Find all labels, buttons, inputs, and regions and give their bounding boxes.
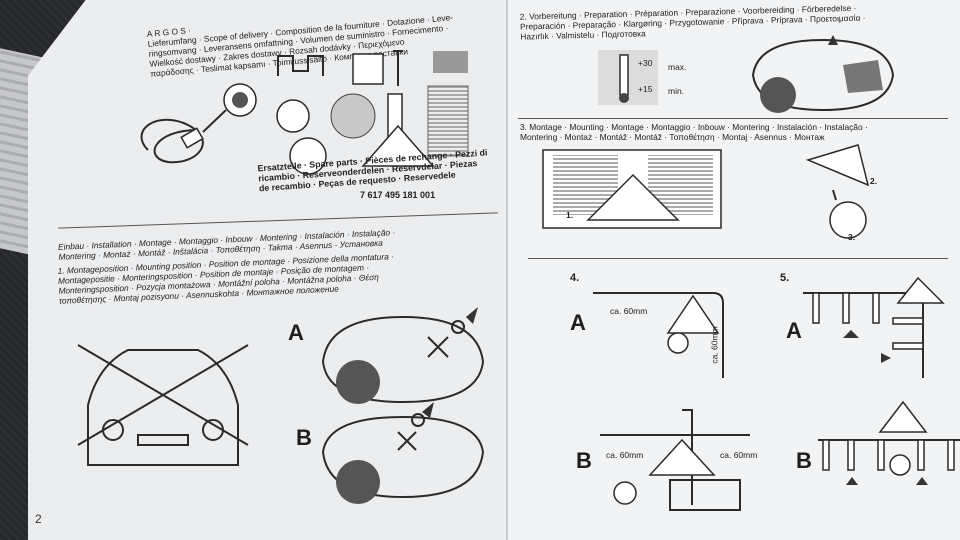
part-number: 7 617 495 181 001 <box>360 190 436 200</box>
page-number: 2 <box>35 512 42 526</box>
step4-option-b: B <box>576 448 592 473</box>
step5-position-a-image <box>803 276 945 378</box>
section-divider-right <box>518 118 948 119</box>
step4-number: 4. <box>570 272 580 284</box>
step3-text: 3. Montage · Mounting · Montage · Montag… <box>520 122 868 142</box>
left-page: A R G O S · Lieferumfang · Scope of deli… <box>28 0 508 540</box>
min-label: min. <box>668 86 685 96</box>
instruction-booklet: A R G O S · Lieferumfang · Scope of deli… <box>28 0 960 540</box>
right-page: 2. Vorbereitung · Preparation · Préparat… <box>506 0 960 540</box>
step4-position-b-image <box>600 409 750 511</box>
temp-plus15-label: +15 <box>638 84 653 94</box>
step5-option-a: A <box>786 318 802 343</box>
option-b-label: B <box>296 425 312 450</box>
callout-1: 1. <box>566 210 574 220</box>
callout-3: 3. <box>848 232 856 242</box>
step4-option-a: A <box>570 310 586 335</box>
callout-2: 2. <box>870 176 878 186</box>
section-divider-right-2 <box>528 258 948 259</box>
film-sheet-image <box>542 149 722 229</box>
temp-plus30-label: +30 <box>638 58 653 68</box>
step5-option-b: B <box>796 448 812 473</box>
sensor-assembly-image <box>805 144 870 239</box>
step4-position-a-image <box>593 292 724 378</box>
rain-sensor-cable-image <box>140 83 257 164</box>
windshield-position-a-image <box>321 307 485 404</box>
windshield-cleaning-image <box>751 35 895 113</box>
option-a-label: A <box>288 320 304 345</box>
thermometer-image <box>598 50 658 105</box>
windshield-position-b-image <box>321 402 485 504</box>
step4b-measure-right: ca. 60mm <box>720 450 758 460</box>
step4b-measure-left: ca. 60mm <box>606 450 644 460</box>
max-label: max. <box>668 62 687 72</box>
step4a-measure-side: ca. 60mm <box>709 326 720 364</box>
step4a-measure-top: ca. 60mm <box>610 306 648 316</box>
step5-position-b-image <box>818 400 960 485</box>
step5-number: 5. <box>780 272 790 284</box>
spare-parts-image <box>276 50 469 175</box>
car-front-crossed-image <box>77 344 249 466</box>
